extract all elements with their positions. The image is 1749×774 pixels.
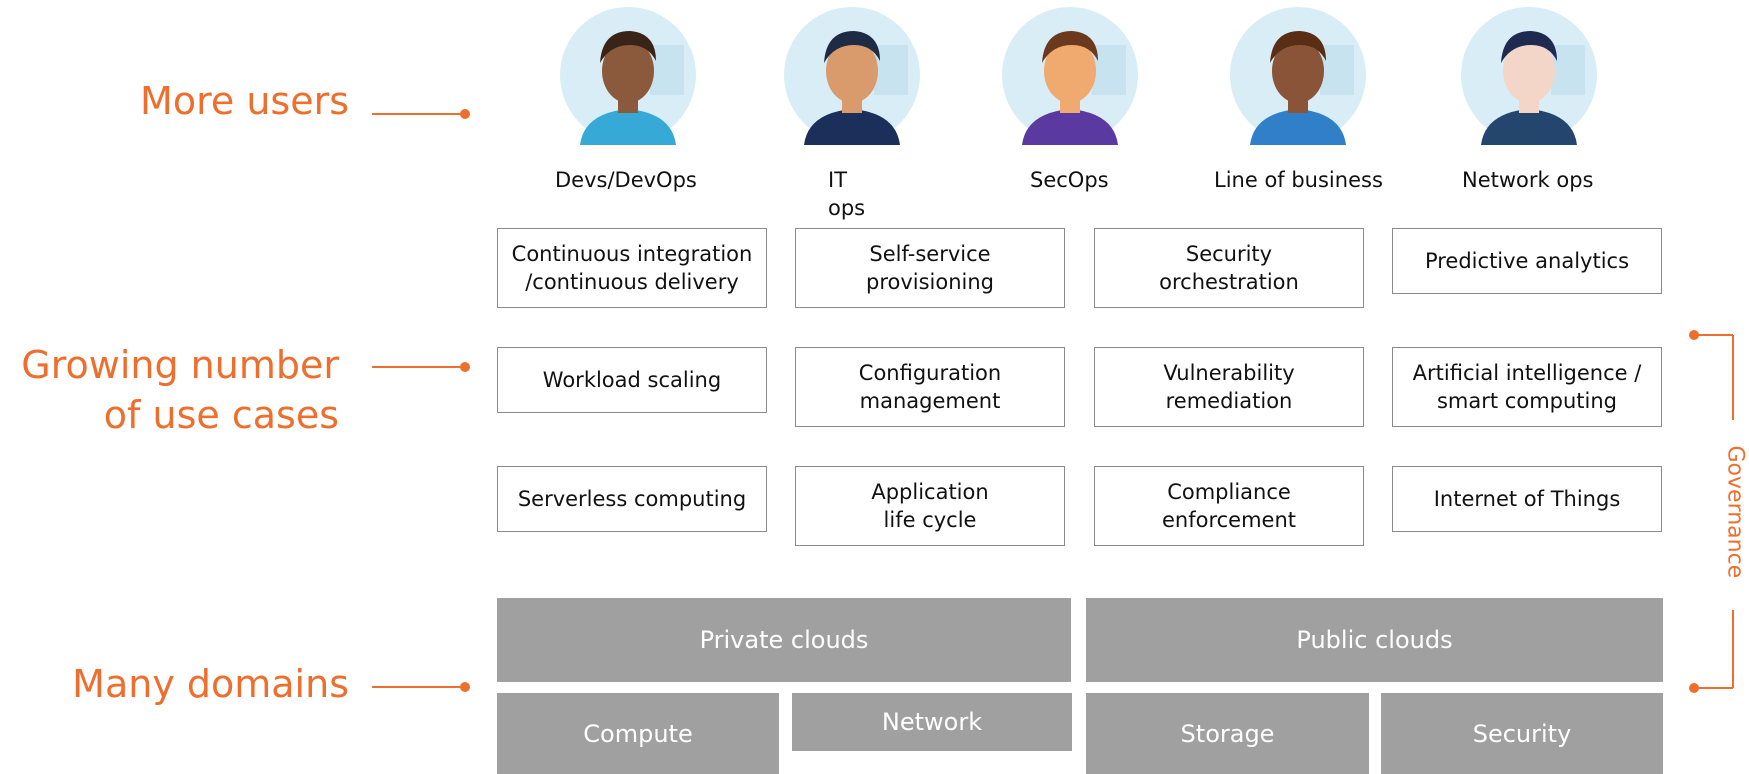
governance-label: Governance	[1722, 445, 1748, 579]
public-clouds-box: Public clouds	[1086, 598, 1663, 682]
more-users-label: More users	[140, 79, 349, 123]
user-label: IT ops	[828, 168, 866, 220]
line-of-business-avatar-icon	[1230, 7, 1366, 145]
compute-box: Compute	[497, 693, 779, 774]
governance-bracket-bottom-dot	[1689, 683, 1699, 693]
use-case-box: Workload scaling	[497, 347, 767, 413]
governance-bracket	[1689, 330, 1734, 693]
use-case-box: Serverless computing	[497, 466, 767, 532]
secops-avatar-icon	[1002, 7, 1138, 145]
use-cases-label: Growing number of use cases	[21, 340, 339, 440]
use-case-box: Security orchestration	[1094, 228, 1364, 308]
use-case-box: Continuous integration /continuous deliv…	[497, 228, 767, 308]
use-case-box: Artificial intelligence / smart computin…	[1392, 347, 1662, 427]
more-users-connector	[372, 113, 464, 115]
many-domains-connector	[372, 686, 464, 688]
use-cases-label-line1: Growing number	[21, 343, 339, 387]
it-ops-avatar-icon	[784, 7, 920, 145]
use-case-box: Predictive analytics	[1392, 228, 1662, 294]
many-domains-connector-dot	[460, 682, 470, 692]
private-clouds-box: Private clouds	[497, 598, 1071, 682]
use-case-box: Vulnerability remediation	[1094, 347, 1364, 427]
user-label: Network ops	[1462, 168, 1594, 192]
use-case-box: Application life cycle	[795, 466, 1065, 546]
use-cases-connector	[372, 366, 464, 368]
use-case-box: Internet of Things	[1392, 466, 1662, 532]
developer-avatar-icon	[560, 7, 696, 145]
user-label: Devs/DevOps	[555, 168, 697, 192]
user-label: SecOps	[1030, 168, 1109, 192]
use-case-box: Configuration management	[795, 347, 1065, 427]
use-cases-connector-dot	[460, 362, 470, 372]
use-cases-label-line2: of use cases	[103, 393, 339, 437]
governance-bracket-top-dot	[1689, 330, 1699, 340]
use-case-box: Self-service provisioning	[795, 228, 1065, 308]
user-label: Line of business	[1214, 168, 1383, 192]
security-box: Security	[1381, 693, 1663, 774]
use-case-box: Compliance enforcement	[1094, 466, 1364, 546]
storage-box: Storage	[1086, 693, 1369, 774]
many-domains-label: Many domains	[72, 662, 349, 706]
network-ops-avatar-icon	[1461, 7, 1597, 145]
more-users-connector-dot	[460, 109, 470, 119]
network-box: Network	[792, 693, 1072, 751]
